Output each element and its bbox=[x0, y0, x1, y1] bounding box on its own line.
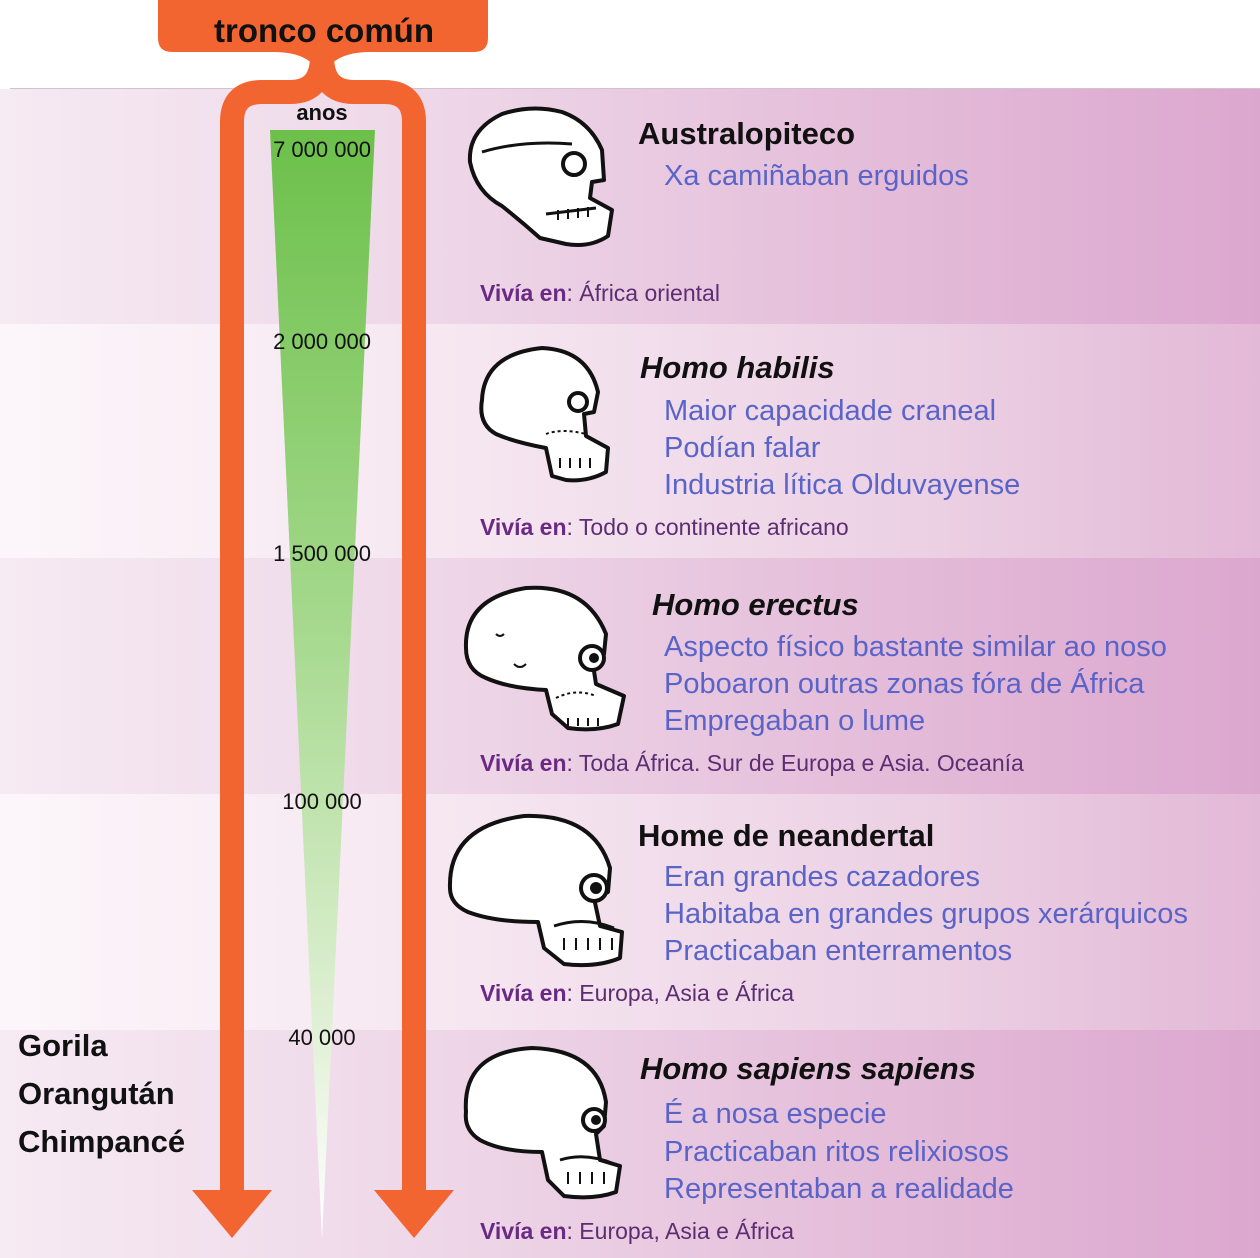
lived-prefix: Vivía en bbox=[480, 280, 567, 306]
species-feature: Maior capacidade craneal bbox=[664, 395, 996, 428]
species-feature: É a nosa especie bbox=[664, 1098, 886, 1131]
species-feature: Eran grandes cazadores bbox=[664, 861, 980, 894]
tick-label: 100 000 bbox=[252, 789, 392, 815]
species-feature: Habitaba en grandes grupos xerárquicos bbox=[664, 898, 1188, 931]
lived-location: : Europa, Asia e África bbox=[567, 980, 795, 1006]
lived-prefix: Vivía en bbox=[480, 1218, 567, 1244]
lived-location: : África oriental bbox=[567, 280, 720, 306]
species-name-neandertal: Home de neandertal bbox=[638, 818, 934, 854]
lived-prefix: Vivía en bbox=[480, 980, 567, 1006]
australopithecus-skull-icon bbox=[462, 102, 622, 252]
ape-label: Chimpancé bbox=[18, 1124, 185, 1160]
species-name-homo-erectus: Homo erectus bbox=[652, 587, 859, 623]
years-label: anos bbox=[262, 100, 382, 126]
species-feature: Poboaron outras zonas fóra de África bbox=[664, 668, 1144, 701]
tick-label: 40 000 bbox=[252, 1025, 392, 1051]
species-feature: Industria lítica Olduvayense bbox=[664, 469, 1020, 502]
lived-in-homo-habilis: Vivía en: Todo o continente africano bbox=[480, 514, 849, 541]
lived-in-australopiteco: Vivía en: África oriental bbox=[480, 280, 720, 307]
ape-label: Orangután bbox=[18, 1076, 175, 1112]
ape-label: Gorila bbox=[18, 1028, 108, 1064]
lived-in-homo-sapiens: Vivía en: Europa, Asia e África bbox=[480, 1218, 794, 1245]
lived-in-neandertal: Vivía en: Europa, Asia e África bbox=[480, 980, 794, 1007]
lived-prefix: Vivía en bbox=[480, 514, 567, 540]
lived-prefix: Vivía en bbox=[480, 750, 567, 776]
species-feature: Xa camiñaban erguidos bbox=[664, 160, 969, 193]
tick-label: 1 500 000 bbox=[252, 541, 392, 567]
species-feature: Practicaban enterramentos bbox=[664, 935, 1012, 968]
tick-label: 2 000 000 bbox=[252, 329, 392, 355]
species-feature: Representaban a realidade bbox=[664, 1173, 1014, 1206]
species-feature: Podían falar bbox=[664, 432, 820, 465]
left-arrowhead bbox=[192, 1190, 272, 1238]
neanderthal-skull-icon bbox=[444, 808, 626, 970]
species-name-homo-habilis: Homo habilis bbox=[640, 350, 835, 386]
species-feature: Practicaban ritos relixiosos bbox=[664, 1136, 1009, 1169]
homo-erectus-skull-icon bbox=[456, 578, 626, 738]
species-feature: Aspecto físico bastante similar ao noso bbox=[664, 631, 1167, 664]
lived-location: : Europa, Asia e África bbox=[567, 1218, 795, 1244]
homo-habilis-skull-icon bbox=[462, 340, 622, 490]
species-feature: Empregaban o lume bbox=[664, 705, 925, 738]
species-name-homo-sapiens: Homo sapiens sapiens bbox=[640, 1051, 976, 1087]
time-wedge bbox=[270, 130, 375, 1240]
lived-in-homo-erectus: Vivía en: Toda África. Sur de Europa e A… bbox=[480, 750, 1024, 777]
tick-label: 7 000 000 bbox=[252, 137, 392, 163]
right-arrowhead bbox=[374, 1190, 454, 1238]
species-name-australopiteco: Australopiteco bbox=[638, 116, 855, 152]
lived-location: : Toda África. Sur de Europa e Asia. Oce… bbox=[567, 750, 1024, 776]
lived-location: : Todo o continente africano bbox=[567, 514, 849, 540]
homo-sapiens-skull-icon bbox=[456, 1042, 626, 1202]
trunk-label: tronco común bbox=[162, 12, 486, 50]
